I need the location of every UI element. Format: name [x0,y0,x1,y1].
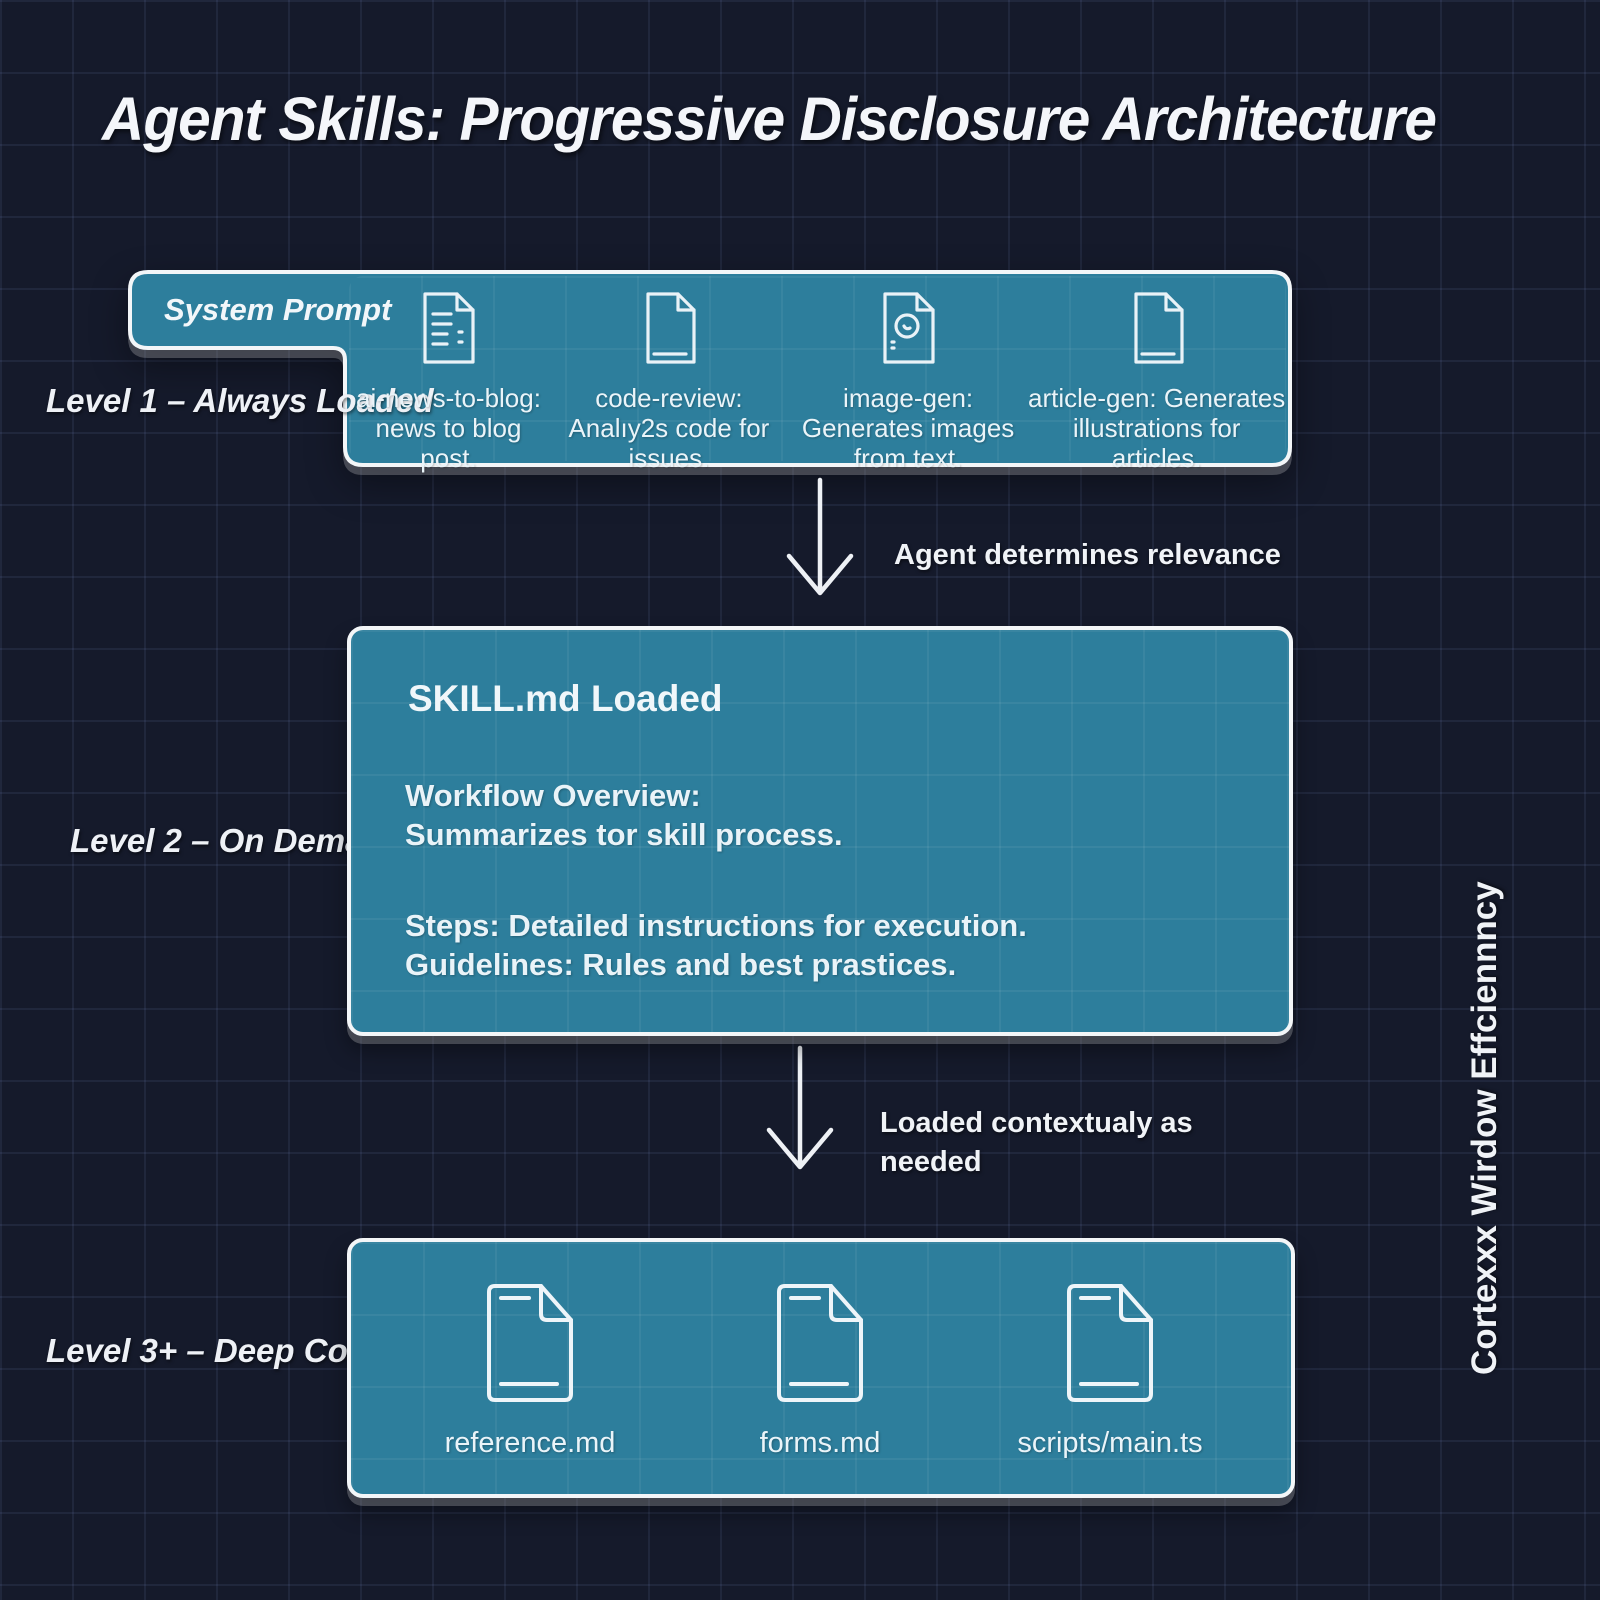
skill-article-gen: article-gen: Generates illustrations for… [1025,290,1288,473]
level2-panel [347,626,1293,1036]
level2-steps-line2: Guidelines: Rules and best prastices. [405,947,957,982]
file-document-icon [479,1280,581,1411]
document-text-icon [417,290,479,371]
level2-workflow-line1: Workflow Overview: [405,778,701,813]
arrow1-label: Agent determines relevance [894,539,1281,571]
diagram-title: Agent Skills: Progressive Disclosure Arc… [102,85,1437,153]
level2-workflow-line2: Summarizes tor skill process. [405,817,843,852]
level2-title: SKILL.md Loaded [408,678,723,719]
context-window-efficiency-label: Cortexxx Wirdow Effciennncy [1465,881,1504,1375]
skill-image-gen: image-gen: Generates images from text. [791,290,1026,473]
skill-ai-news-to-blog: ai-news-to-blog: news to blog post. [350,290,547,473]
file-document-icon [769,1280,871,1411]
file-scripts-main-ts: scripts/main.ts [980,1280,1240,1460]
document-image-icon [877,290,939,371]
file-document-icon [1059,1280,1161,1411]
arrow-down-icon [786,477,854,596]
file-reference-md: reference.md [400,1280,660,1460]
arrow-down-icon [766,1045,834,1170]
arrow2-label: Loaded contextualy as needed [880,1107,1193,1178]
level2-steps-line1: Steps: Detailed instructions for executi… [405,908,1027,943]
level1-skills-row: ai-news-to-blog: news to blog post. code… [350,290,1288,473]
skill-code-review: code-review: Analıy2s code for issues. [547,290,791,473]
level3-files-row: reference.md forms.md scripts/main.ts [400,1280,1240,1460]
level1-side-label: Level 1 – Always Loaded [46,382,434,419]
file-forms-md: forms.md [690,1280,950,1460]
system-prompt-tab: System Prompt [164,292,392,327]
document-blank-icon [638,290,700,371]
document-blank-icon [1126,290,1188,371]
